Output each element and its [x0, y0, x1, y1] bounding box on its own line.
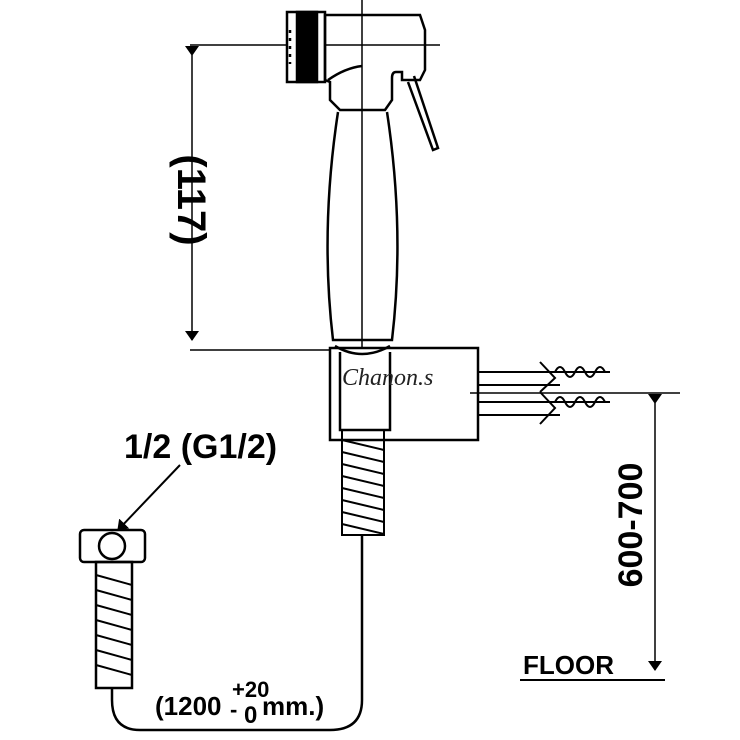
svg-text:mm.): mm.) [262, 691, 324, 721]
spray-nozzle [285, 10, 327, 84]
sprayer-handle [326, 111, 399, 342]
hose-length-label: (1200 +20 - 0 mm.) [155, 677, 324, 729]
sprayer-head [323, 13, 427, 112]
head-contour [327, 64, 363, 82]
floor-label: FLOOR [523, 650, 614, 680]
trigger-lever [406, 75, 440, 152]
svg-text:(1200: (1200 [155, 691, 222, 721]
hose-upper-spiral [341, 429, 385, 536]
hose [110, 535, 364, 732]
thread-size-label: 1/2 (G1/2) [124, 428, 277, 466]
hose-connector-nut [78, 528, 147, 690]
svg-text:-: - [230, 697, 237, 722]
dimension-600-700-label: 600-700 [612, 463, 650, 588]
wall-anchor-screws [478, 361, 610, 425]
watermark: Chanon.s [342, 365, 433, 391]
svg-text:+20: +20 [232, 677, 269, 702]
wall-bracket [328, 344, 480, 442]
dimension-117-label: (117) [169, 154, 213, 245]
thread-leader-arrow [117, 464, 181, 531]
svg-text:0: 0 [244, 702, 257, 729]
